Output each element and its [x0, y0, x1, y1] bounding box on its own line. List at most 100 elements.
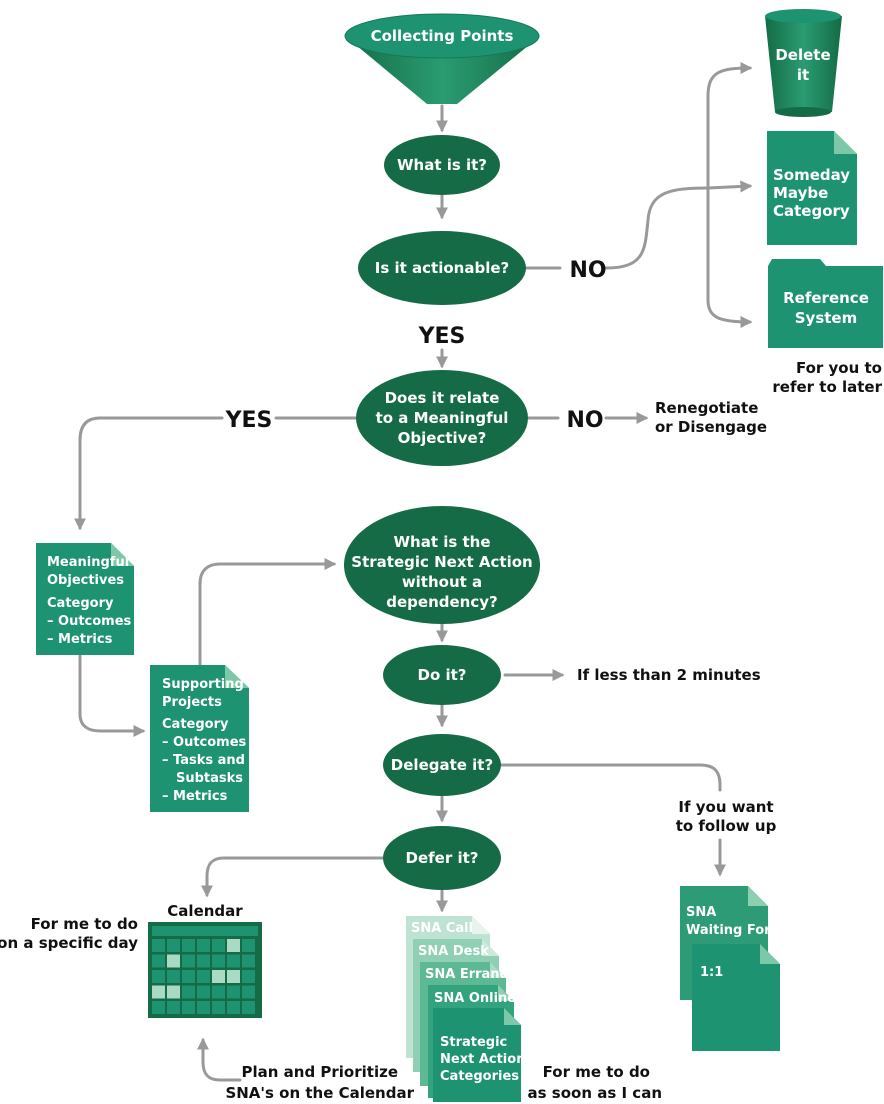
node-is-actionable: Is it actionable?	[358, 231, 526, 305]
node-what-is-it: What is it?	[384, 135, 500, 195]
someday-label-1: Someday	[773, 166, 850, 184]
specific-day-label-1: For me to do	[31, 915, 138, 933]
delete-bin-icon: Delete it	[765, 9, 842, 117]
calendar-grid	[152, 939, 255, 1014]
arrow-mo-to-sp	[78, 654, 146, 737]
follow-up-label-2: to follow up	[676, 817, 777, 835]
calendar-cell	[152, 970, 165, 983]
svg-text:Subtasks: Subtasks	[176, 771, 243, 786]
calendar-cell	[167, 939, 180, 952]
calendar-cell	[197, 970, 210, 983]
someday-label-2: Maybe	[773, 184, 828, 202]
calendar-cell	[227, 985, 240, 999]
calendar-cell	[167, 954, 180, 968]
svg-text:SNA Desk: SNA Desk	[418, 944, 489, 959]
calendar-cell	[197, 939, 210, 952]
node-defer-it: Defer it?	[383, 826, 501, 890]
calendar-cell	[212, 954, 225, 968]
node-do-it: Do it?	[383, 645, 501, 705]
someday-maybe-doc: Someday Maybe Category	[767, 131, 857, 245]
sna-category-stack: SNA Call SNA Desk SNA Errands SNA Online…	[406, 916, 525, 1102]
line-no-to-branch	[604, 186, 710, 270]
calendar-cell	[152, 954, 165, 968]
svg-text:Meaningful: Meaningful	[47, 555, 129, 570]
delete-label-2: it	[797, 66, 809, 84]
svg-text:What is it?: What is it?	[397, 156, 487, 174]
calendar-cell	[182, 1001, 195, 1014]
svg-text:Strategic Next Action: Strategic Next Action	[351, 553, 532, 571]
svg-text:Categories: Categories	[440, 1069, 519, 1084]
calendar-cell	[227, 939, 240, 952]
label-yes-actionable: YES	[418, 324, 466, 349]
asap-label-1: For me to do	[543, 1063, 650, 1081]
svg-text:Defer it?: Defer it?	[406, 849, 479, 867]
connectors	[74, 62, 753, 1082]
calendar-cell	[182, 985, 195, 999]
node-strategic-next-action: What is the Strategic Next Action withou…	[344, 506, 540, 624]
calendar-cell	[197, 985, 210, 999]
arrow-to-delete	[706, 62, 753, 190]
renegotiate-label-1: Renegotiate	[655, 399, 758, 417]
calendar-icon: Calendar	[148, 902, 262, 1018]
someday-label-3: Category	[773, 202, 850, 220]
calendar-cell	[152, 1001, 165, 1014]
plan-prioritize-label-1: Plan and Prioritize	[241, 1063, 398, 1081]
collecting-points-label: Collecting Points	[371, 27, 514, 45]
calendar-cell	[152, 939, 165, 952]
calendar-cell	[182, 954, 195, 968]
svg-text:Category: Category	[47, 596, 114, 611]
svg-text:Projects: Projects	[162, 695, 222, 710]
svg-text:Next Action: Next Action	[440, 1052, 525, 1067]
svg-text:– Metrics: – Metrics	[162, 789, 228, 804]
svg-text:without a: without a	[402, 573, 482, 591]
svg-text:– Tasks and: – Tasks and	[162, 753, 245, 768]
arrow-sp-to-sna	[198, 558, 337, 670]
waiting-for-stack: SNA Waiting For 1:1	[680, 886, 780, 1051]
svg-text:Supporting: Supporting	[162, 677, 244, 692]
reference-label-1: Reference	[783, 289, 869, 307]
arrow-defer-to-calendar	[201, 856, 386, 898]
svg-text:– Metrics: – Metrics	[47, 632, 113, 647]
svg-text:Objectives: Objectives	[47, 573, 124, 588]
reference-label-2: System	[795, 309, 857, 327]
node-relate-objective: Does it relate to a Meaningful Objective…	[356, 370, 528, 466]
calendar-cell	[227, 954, 240, 968]
svg-text:Strategic: Strategic	[440, 1035, 507, 1050]
svg-text:to a Meaningful: to a Meaningful	[376, 409, 509, 427]
less-than-2-minutes-label: If less than 2 minutes	[577, 666, 761, 684]
sna-categories-doc: Strategic Next Action Categories	[433, 1008, 525, 1102]
supporting-projects-doc: Supporting Projects Category – Outcomes …	[150, 665, 249, 812]
calendar-cell	[212, 985, 225, 999]
reference-folder-icon: Reference System	[768, 259, 883, 348]
calendar-cell	[212, 1001, 225, 1014]
calendar-cell	[227, 1001, 240, 1014]
waiting-label-2: Waiting For	[686, 923, 771, 938]
plan-prioritize-label-2: SNA's on the Calendar	[225, 1084, 414, 1102]
node-delegate-it: Delegate it?	[383, 734, 501, 796]
collecting-points-funnel: Collecting Points	[344, 13, 540, 104]
follow-up-label-1: If you want	[678, 798, 773, 816]
calendar-cell	[242, 954, 255, 968]
svg-text:Does it relate: Does it relate	[385, 389, 500, 407]
svg-text:Is it actionable?: Is it actionable?	[375, 259, 509, 277]
calendar-cell	[242, 970, 255, 983]
arrow-to-reference	[706, 186, 753, 328]
waiting-label-1: SNA	[686, 905, 716, 920]
calendar-cell	[242, 939, 255, 952]
svg-text:SNA Errands: SNA Errands	[425, 967, 517, 982]
svg-text:– Outcomes: – Outcomes	[47, 614, 132, 629]
calendar-cell	[167, 985, 180, 999]
svg-text:– Outcomes: – Outcomes	[162, 735, 247, 750]
calendar-cell	[197, 1001, 210, 1014]
specific-day-label-2: on a specific day	[0, 934, 138, 952]
svg-text:Delegate it?: Delegate it?	[391, 756, 493, 774]
arrow-yes-to-mo	[74, 416, 224, 531]
one-on-one-label: 1:1	[700, 965, 723, 980]
calendar-cell	[152, 985, 165, 999]
svg-text:What is the: What is the	[393, 533, 490, 551]
asap-label-2: as soon as I can	[528, 1084, 662, 1102]
delete-label-1: Delete	[775, 46, 830, 64]
calendar-cell	[182, 939, 195, 952]
